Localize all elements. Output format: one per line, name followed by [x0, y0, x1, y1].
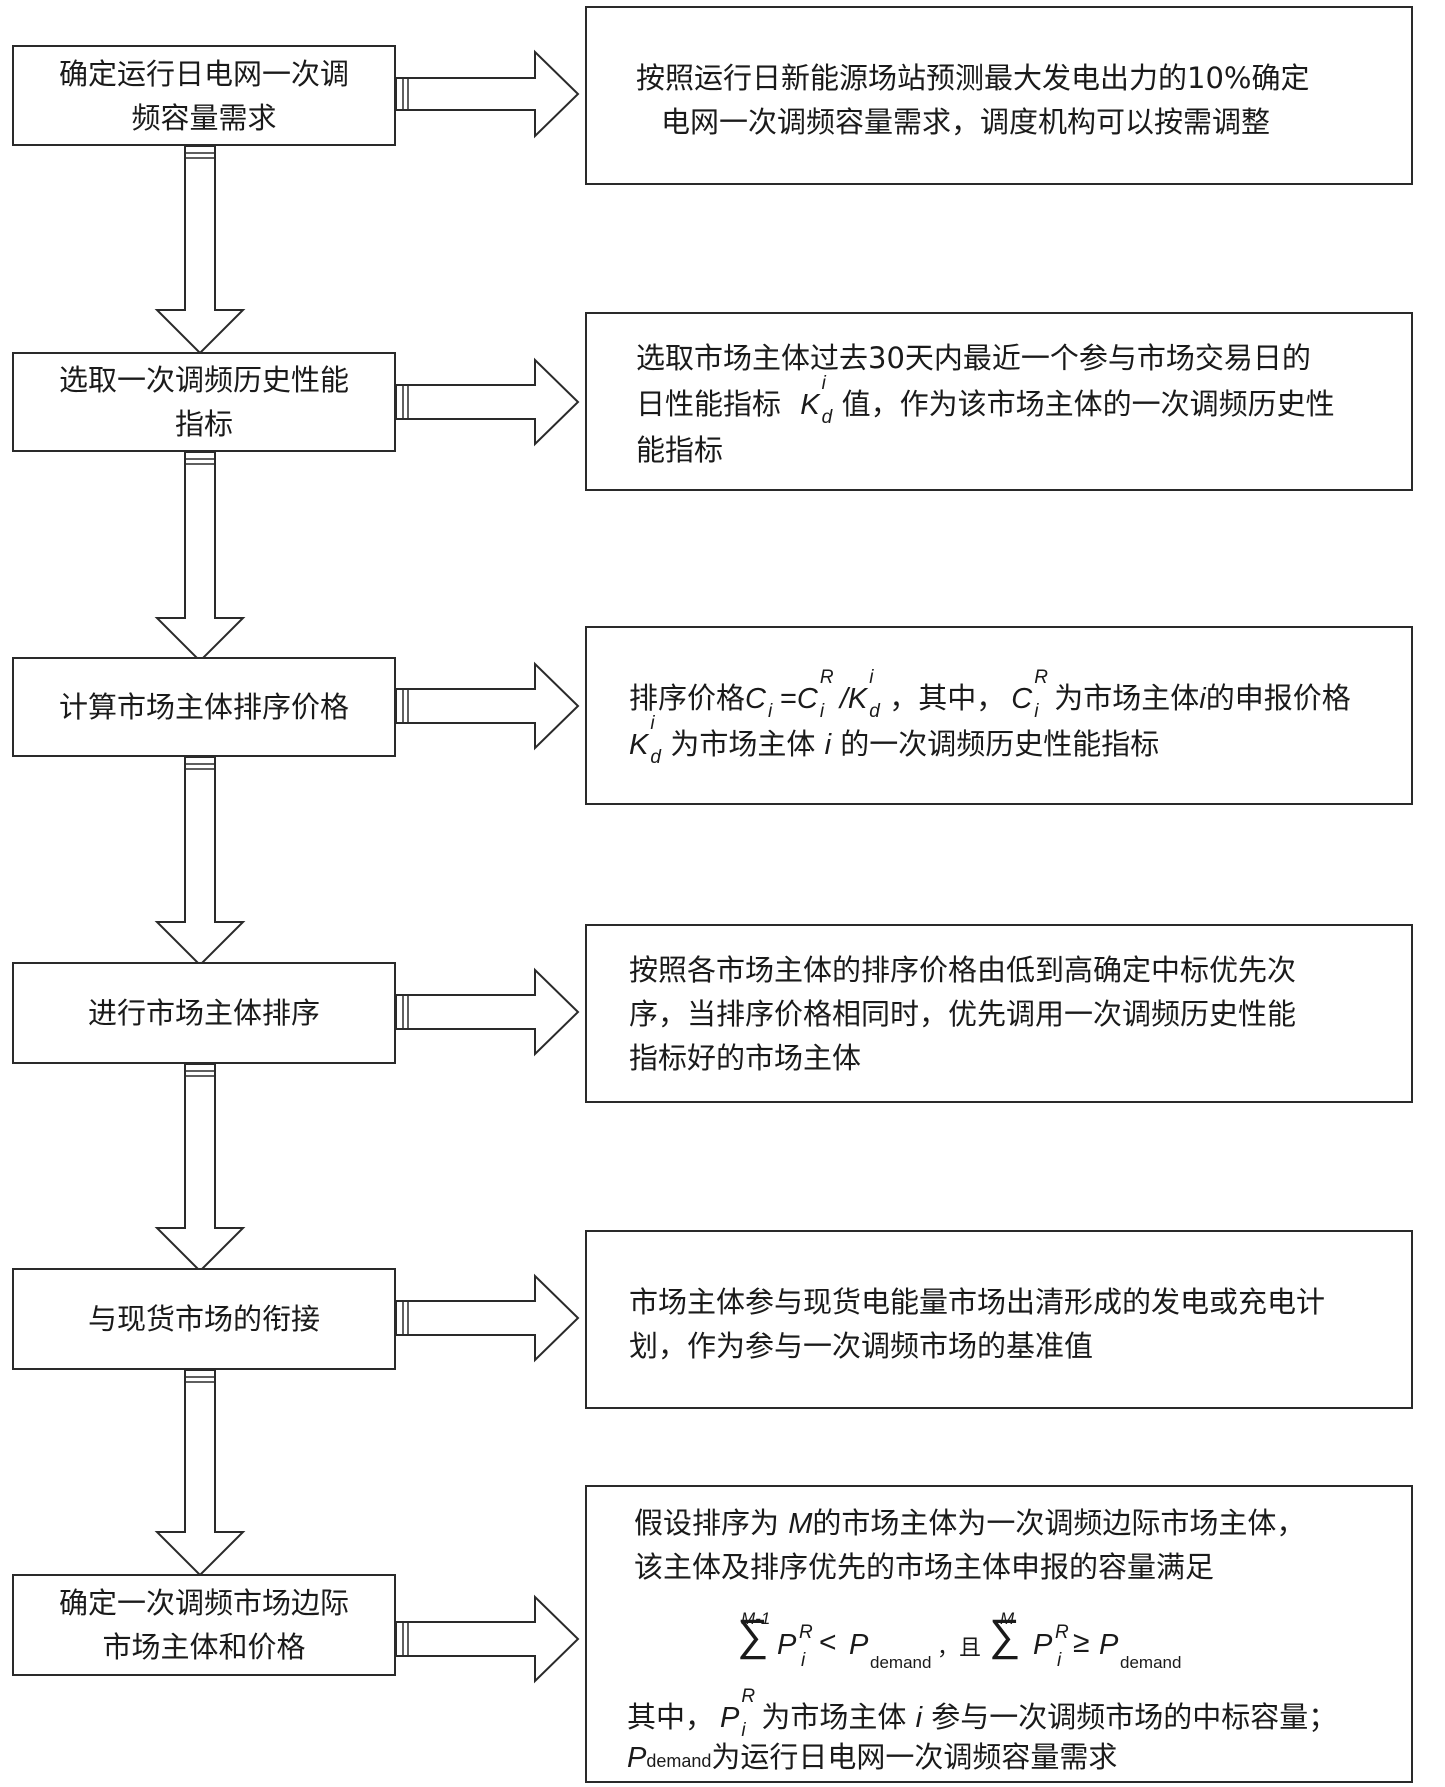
step-1-line2: 频容量需求 [131, 100, 277, 135]
desc-4-line1: 按照各市场主体的排序价格由低到高确定中标优先次 [629, 953, 1297, 987]
step-1-line1: 确定运行日电网一次调 [58, 56, 349, 91]
desc-2-line1: 选取市场主体过去30天内最近一个参与市场交易日的 [636, 341, 1311, 375]
desc-4-line2: 序，当排序价格相同时，优先调用一次调频历史性能 [629, 997, 1297, 1031]
step-box-1: 确定运行日电网一次调频容量需求 [12, 45, 396, 146]
desc-6-line1: 假设排序为 M的市场主体为一次调频边际市场主体， [634, 1506, 1306, 1540]
desc-box-1: 按照运行日新能源场站预测最大发电出力的10%确定 电网一次调频容量需求，调度机构… [585, 6, 1413, 185]
desc-box-6: 假设排序为 M的市场主体为一次调频边际市场主体， 该主体及排序优先的市场主体申报… [585, 1485, 1413, 1783]
desc-box-4: 按照各市场主体的排序价格由低到高确定中标优先次 序，当排序价格相同时，优先调用一… [585, 924, 1413, 1103]
right-arrow-1 [395, 49, 580, 139]
desc-1-line1: 按照运行日新能源场站预测最大发电出力的10%确定 [636, 61, 1310, 95]
step-4-line1: 进行市场主体排序 [87, 996, 320, 1030]
step-6-line2: 市场主体和价格 [102, 1630, 306, 1664]
right-arrow-4 [395, 967, 580, 1057]
step-box-2: 选取一次调频历史性能指标 [12, 352, 396, 452]
step-3-line1: 计算市场主体排序价格 [58, 690, 349, 724]
down-arrow-3 [154, 756, 246, 967]
down-arrow-1 [154, 145, 246, 355]
step-box-4: 进行市场主体排序 [12, 962, 396, 1064]
desc-5-line2: 划，作为参与一次调频市场的基准值 [629, 1329, 1094, 1363]
desc-5-line1: 市场主体参与现货电能量市场出清形成的发电或充电计 [629, 1285, 1326, 1319]
desc-6-line5: Pdemand为运行日电网一次调频容量需求 [627, 1740, 1118, 1774]
step-box-3: 计算市场主体排序价格 [12, 657, 396, 757]
sigma-symbol-2: ∑ [989, 1611, 1021, 1660]
k-symbol: K [800, 389, 820, 421]
sigma-symbol-1: ∑ [737, 1611, 769, 1660]
desc-4-line3: 指标好的市场主体 [629, 1041, 862, 1075]
right-arrow-3 [395, 661, 580, 751]
desc-box-5: 市场主体参与现货电能量市场出清形成的发电或充电计 划，作为参与一次调频市场的基准… [585, 1230, 1413, 1409]
desc-1-line2: 电网一次调频容量需求，调度机构可以按需调整 [661, 105, 1271, 139]
step-2-line2: 指标 [174, 407, 233, 441]
desc-6-line2: 该主体及排序优先的市场主体申报的容量满足 [634, 1550, 1215, 1584]
desc-2-line3: 能指标 [636, 433, 724, 467]
right-arrow-2 [395, 357, 580, 447]
step-6-line1: 确定一次调频市场边际 [58, 1586, 349, 1620]
step-box-5: 与现货市场的衔接 [12, 1268, 396, 1370]
right-arrow-5 [395, 1273, 580, 1363]
formula-row: M-1 ∑ P R i < P demand ，且 M ∑ P R i ≥ P … [737, 1609, 1182, 1672]
step-box-6: 确定一次调频市场边际市场主体和价格 [12, 1574, 396, 1676]
step-5-line1: 与现货市场的衔接 [87, 1302, 320, 1336]
step-2-line1: 选取一次调频历史性能 [58, 363, 349, 397]
down-arrow-2 [154, 451, 246, 663]
right-arrow-6 [395, 1594, 580, 1684]
down-arrow-4 [154, 1063, 246, 1273]
down-arrow-5 [154, 1369, 246, 1577]
